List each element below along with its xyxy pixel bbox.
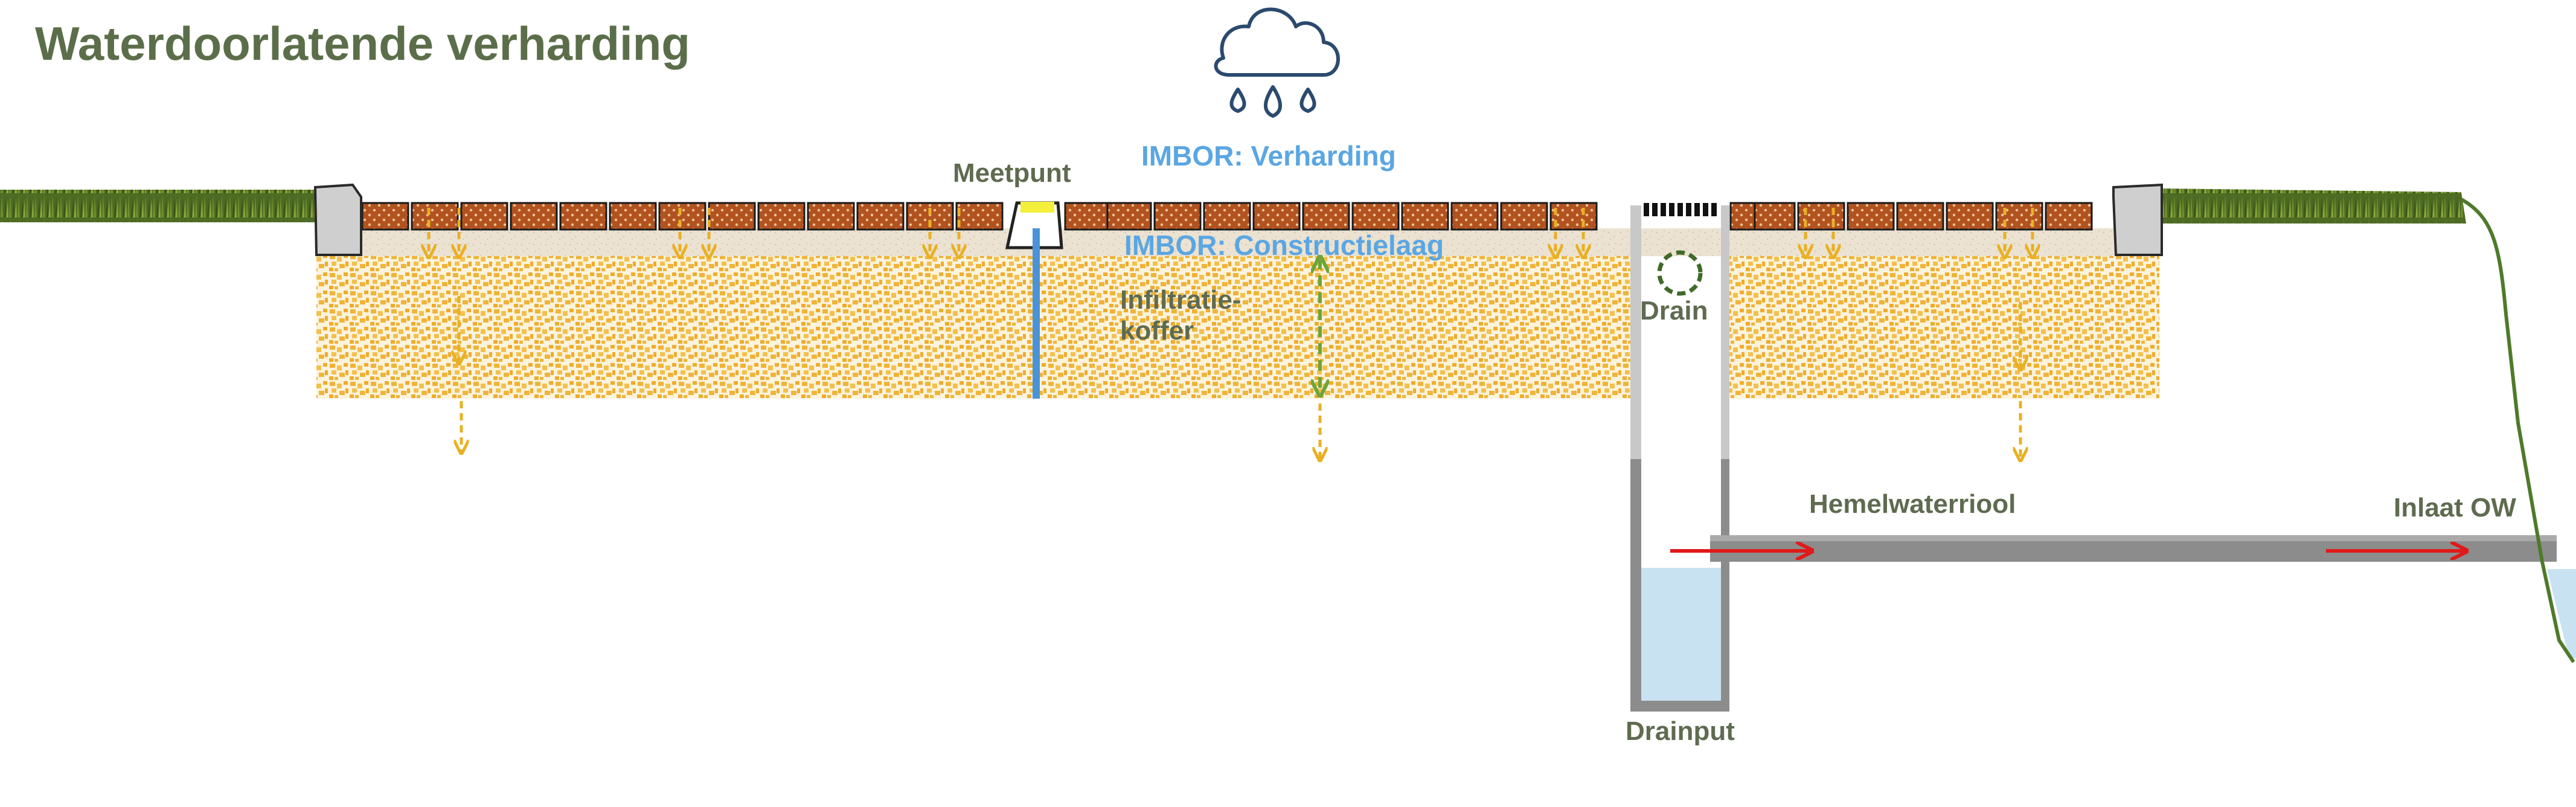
grate-slot (1694, 203, 1700, 216)
measuring-point-cap (1020, 202, 1054, 213)
drainpit-wall-right (1721, 205, 1729, 459)
paver-brick (708, 202, 756, 231)
paver-brick (1153, 202, 1202, 231)
ditch-slope (2460, 198, 2575, 663)
label-drainput: Drainput (1626, 716, 1735, 746)
paver-brick (411, 202, 459, 231)
grate-slot (1661, 203, 1666, 216)
page-title: Waterdoorlatende verharding (35, 17, 690, 70)
paver-brick (955, 202, 1004, 231)
paver-brick (1896, 202, 1944, 231)
grate-slot (1669, 203, 1674, 216)
rain-cloud-icon (1214, 7, 1340, 118)
grate-slot (1677, 203, 1683, 216)
paver-brick (1946, 202, 1994, 231)
label-imbor-constructielaag: IMBOR: Constructielaag (1124, 230, 1444, 261)
paver-brick (1252, 202, 1301, 231)
drainpit-wall-right-lower (1721, 459, 1729, 712)
grass-right (2159, 188, 2466, 223)
drainpit-water (1641, 568, 1722, 703)
measuring-tube (1033, 228, 1040, 399)
label-hemelwaterriool: Hemelwaterriool (1809, 489, 2016, 519)
paver-brick (1450, 202, 1499, 231)
paver-brick (609, 202, 657, 231)
surface-water (2547, 569, 2576, 658)
paver-brick (2045, 202, 2093, 231)
grass-left (0, 190, 316, 222)
paver-brick (361, 202, 409, 231)
paver-brick (1847, 202, 1895, 231)
sand-bedding-layer (316, 228, 2159, 256)
paver-brick (856, 202, 905, 231)
label-meetpunt: Meetpunt (953, 158, 1071, 188)
drain-pipe-circle (1657, 250, 1703, 296)
paver-brick (1203, 202, 1251, 231)
label-imbor-verharding: IMBOR: Verharding (1141, 140, 1396, 172)
paver-brick (559, 202, 607, 231)
drainpit-bottom (1630, 701, 1729, 712)
paver-brick (460, 202, 508, 231)
grate-slot (1652, 203, 1658, 216)
drain-grate (1644, 203, 1717, 216)
paver-brick (510, 202, 558, 231)
paver-brick (1748, 202, 1796, 231)
grate-slot (1703, 203, 1708, 216)
paver-brick (1549, 202, 1598, 231)
paver-brick (1500, 202, 1548, 231)
paver-brick (1351, 202, 1400, 231)
paver-brick (658, 202, 706, 231)
paver-brick (807, 202, 855, 231)
paver-brick (1995, 202, 2043, 231)
drainpit-wall-left (1630, 205, 1641, 459)
infiltration-box-right (1721, 254, 2159, 399)
paver-row (361, 202, 2093, 231)
label-drain: Drain (1640, 296, 1708, 326)
paver-brick (1401, 202, 1449, 231)
paver-brick (1729, 202, 1756, 231)
seepage-arrows (429, 208, 2033, 459)
grate-slot (1686, 203, 1691, 216)
paver-brick (1104, 202, 1152, 231)
curb-right (2112, 183, 2163, 256)
label-infiltratiekoffer: Infiltratie-koffer (1120, 285, 1242, 346)
paver-brick (1302, 202, 1350, 231)
grate-slot (1711, 203, 1717, 216)
label-inlaat-ow: Inlaat OW (2394, 493, 2516, 522)
infiltration-box-left (316, 254, 1633, 399)
paver-brick (1064, 202, 1109, 231)
stormwater-sewer-pipe-shade (1710, 535, 2557, 541)
paver-brick (1797, 202, 1845, 231)
grate-slot (1644, 203, 1649, 216)
paver-brick (757, 202, 806, 231)
curb-left (313, 183, 362, 256)
drainpit-wall-left-lower (1630, 459, 1641, 712)
